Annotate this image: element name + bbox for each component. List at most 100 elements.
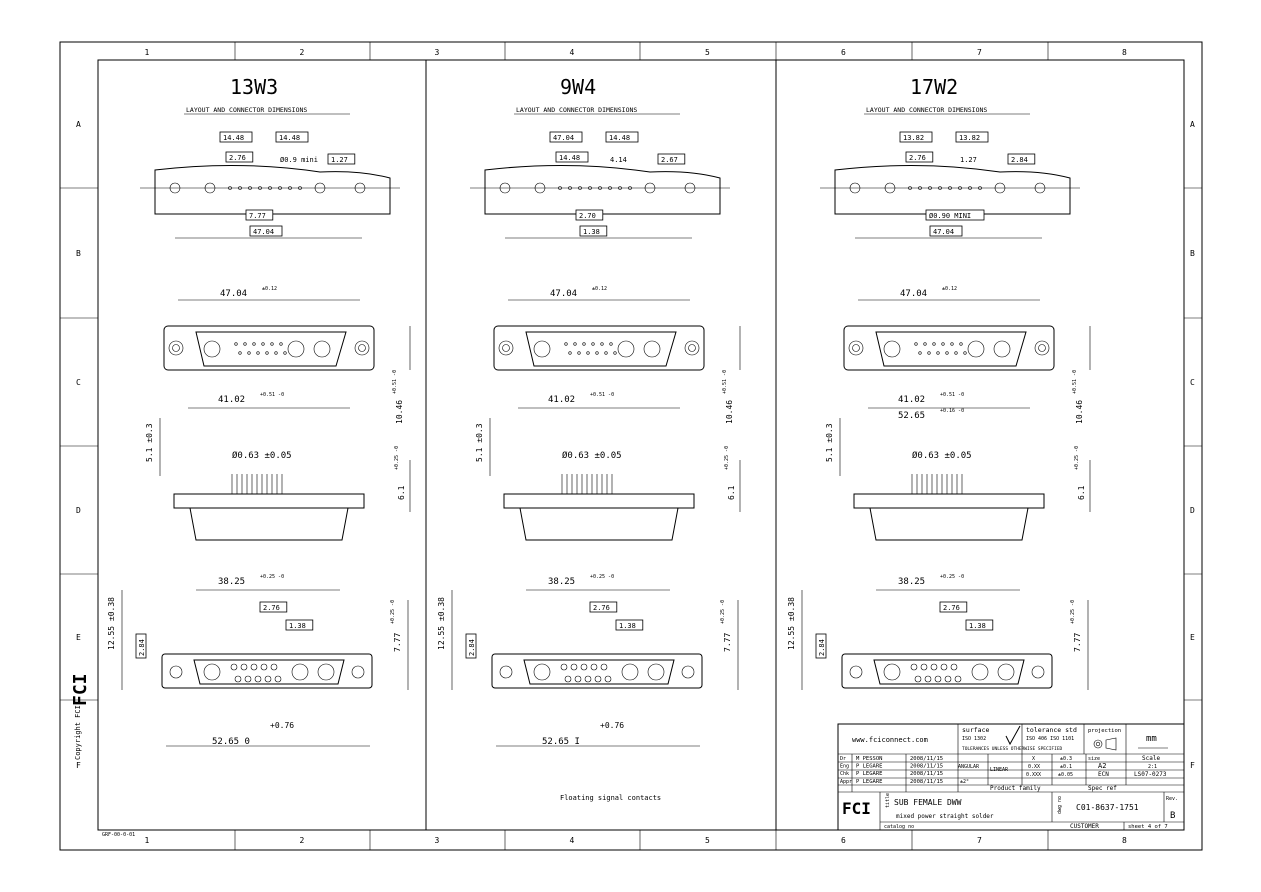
front-height-label: 10.46: [725, 400, 734, 424]
dimension-box: [249, 225, 283, 237]
front-width-tol: ±0.12: [942, 286, 957, 292]
dimension-box: [579, 225, 608, 237]
bottom-right-label: 7.77: [393, 633, 402, 652]
signal-contact: [254, 675, 262, 683]
svg-text:FCI: FCI: [70, 673, 91, 706]
signal-contact: [609, 342, 613, 346]
fci-logo: FCI: [842, 799, 871, 818]
signal-contact: [910, 663, 918, 671]
mounting-hole: [169, 665, 183, 679]
signal-contact: [264, 675, 272, 683]
power-contact: [621, 663, 639, 681]
product-family-label: Product family: [990, 785, 1041, 792]
power-contact: [203, 663, 221, 681]
side-left-label: 5.1 ±0.3: [475, 423, 484, 462]
spec-ref-label: Spec ref: [1088, 785, 1117, 792]
size-label: size: [1088, 756, 1100, 762]
approval-name: P LEGARE: [856, 771, 883, 777]
signal-contact: [914, 342, 918, 346]
fci-side-logo: FCI: [70, 673, 91, 706]
signal-contact: [920, 663, 928, 671]
side-right-label: 6.1: [1077, 485, 1086, 500]
side-flange: [173, 493, 365, 509]
signal-contact: [604, 675, 612, 683]
side-left-label: 5.1 ±0.3: [145, 423, 154, 462]
signal-contact: [270, 342, 274, 346]
layout-hole: [354, 182, 366, 194]
power-contact: [643, 340, 661, 358]
column-label: 7: [977, 836, 982, 845]
signal-contact: [244, 675, 252, 683]
power-contact: [617, 340, 635, 358]
signal-contact: [934, 675, 942, 683]
power-contact: [533, 663, 551, 681]
view-subtitle: LAYOUT AND CONNECTOR DIMENSIONS: [186, 106, 307, 114]
layout-hole: [684, 182, 696, 194]
pin-diameter-label: Ø0.63 ±0.05: [912, 450, 972, 461]
mounting-hole-inner: [688, 344, 696, 352]
bottom-width-label: 38.25: [218, 577, 245, 587]
power-contact: [287, 340, 305, 358]
dimension-label: 2.70: [579, 212, 596, 220]
side-shell: [869, 507, 1029, 541]
power-contact: [203, 340, 221, 358]
dimension-label: 14.48: [559, 154, 580, 162]
pin-diameter-label: Ø0.63 ±0.05: [232, 450, 292, 461]
layout-pin: [288, 186, 292, 190]
mounting-hole: [499, 665, 513, 679]
scale-label: Scale: [1142, 755, 1160, 762]
mounting-hole: [848, 340, 864, 356]
layout-pin: [598, 186, 602, 190]
front-flange: [843, 325, 1055, 371]
angle-tolerance: ±2°: [960, 779, 969, 785]
copyright-text: Copyright FCI.: [74, 701, 82, 760]
row-label: A: [76, 120, 81, 129]
dimension-box: [275, 131, 309, 143]
layout-hole: [499, 182, 511, 194]
side-right-tol: +0.25 -0: [724, 446, 730, 470]
signal-contact: [590, 663, 598, 671]
front-width-tol: ±0.12: [592, 286, 607, 292]
rev-label: Rev.: [1166, 796, 1178, 802]
bottom-right-label: 7.77: [723, 633, 732, 652]
layout-pin: [268, 186, 272, 190]
signal-contact: [959, 342, 963, 346]
signal-contact: [595, 351, 599, 355]
approval-date: 2008/11/15: [910, 764, 943, 770]
front-height-tol: +0.51 -0: [392, 370, 398, 394]
bottom-right-tol: +0.25 -0: [720, 600, 726, 624]
signal-contact: [945, 351, 949, 355]
dimension-label: 2.76: [263, 604, 280, 612]
signal-contact: [594, 675, 602, 683]
signal-contact: [234, 675, 242, 683]
side-left-label: 5.1 ±0.3: [825, 423, 834, 462]
side-flange: [503, 493, 695, 509]
dimension-label: 1.38: [969, 622, 986, 630]
layout-pin: [558, 186, 562, 190]
floating-contacts-note: Floating signal contacts: [560, 794, 661, 802]
bottom-flange: [841, 653, 1053, 689]
mounting-hole: [168, 340, 184, 356]
bottom-flange: [491, 653, 703, 689]
dimension-label: 2.84: [1011, 156, 1028, 164]
dimension-box: [259, 601, 288, 613]
tol-xx-value: ±0.1: [1060, 764, 1072, 770]
signal-contact: [250, 663, 258, 671]
layout-pin: [578, 186, 582, 190]
approval-name: P LEGARE: [856, 779, 883, 785]
layout-pin: [968, 186, 972, 190]
mounting-hole-inner: [502, 344, 510, 352]
dimension-label: 7.77: [249, 212, 266, 220]
layout-pin: [228, 186, 232, 190]
power-contact: [883, 340, 901, 358]
front-bottom-tol: +0.51 -0: [590, 392, 614, 398]
dimension-box: [285, 619, 314, 631]
dimension-box: [555, 151, 589, 163]
signal-contact: [234, 342, 238, 346]
mounting-hole: [1031, 665, 1045, 679]
dimension-box: [939, 601, 968, 613]
layout-pin: [238, 186, 242, 190]
